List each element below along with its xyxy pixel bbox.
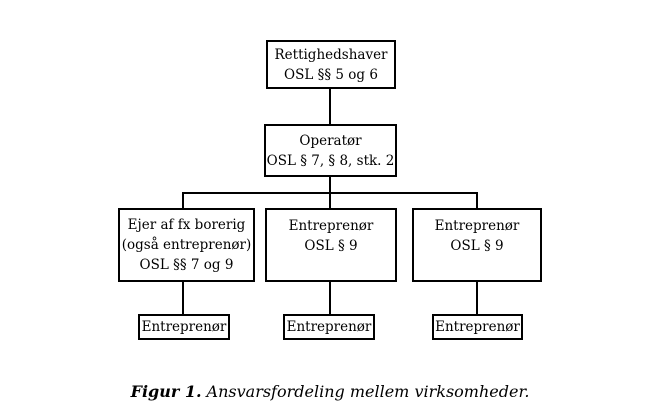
node-law-ref: OSL §§ 7 og 9 — [139, 257, 234, 273]
node-title: Entreprenør — [141, 319, 227, 335]
node-subtitle: (også entreprenør) — [121, 237, 252, 253]
figure-caption-text: Ansvarsfordeling mellem virksomheder. — [206, 382, 530, 401]
node-title: Rettighedshaver — [274, 46, 388, 63]
connector-sub-left — [182, 281, 184, 315]
node-title: Operatør — [299, 132, 362, 149]
node-law-ref: OSL § 9 — [450, 238, 504, 254]
node-title: Entreprenør — [286, 319, 372, 335]
node-underentreprenoer-1: Entreprenør — [138, 314, 230, 340]
node-entreprenoer-midt: Entreprenør OSL § 9 — [265, 208, 397, 282]
node-title: Ejer af fx borerig — [127, 217, 246, 233]
node-underentreprenoer-3: Entreprenør — [432, 314, 523, 340]
connector-rettighedshaver-operatoer — [329, 88, 331, 125]
connector-sub-middle — [329, 281, 331, 315]
node-rettighedshaver: Rettighedshaver OSL §§ 5 og 6 — [266, 40, 396, 89]
node-title: Entreprenør — [288, 218, 374, 234]
node-title: Entreprenør — [435, 319, 520, 335]
node-operatoer: Operatør OSL § 7, § 8, stk. 2 — [264, 124, 397, 177]
connector-operatoer-branch — [329, 176, 331, 194]
connector-drop-middle — [329, 192, 331, 209]
connector-sub-right — [476, 281, 478, 315]
figure-caption: Figur 1.Ansvarsfordeling mellem virksomh… — [0, 382, 660, 401]
node-underentreprenoer-2: Entreprenør — [283, 314, 375, 340]
connector-drop-right — [476, 192, 478, 209]
node-law-ref: OSL §§ 5 og 6 — [284, 66, 378, 83]
node-law-ref: OSL § 9 — [304, 238, 358, 254]
node-entreprenoer-hoejre: Entreprenør OSL § 9 — [412, 208, 542, 282]
node-law-ref: OSL § 7, § 8, stk. 2 — [266, 152, 395, 169]
node-title: Entreprenør — [434, 218, 520, 234]
connector-drop-left — [182, 192, 184, 209]
node-ejer-borerig: Ejer af fx borerig (også entreprenør) OS… — [118, 208, 255, 282]
figure-caption-label: Figur 1. — [130, 382, 202, 401]
